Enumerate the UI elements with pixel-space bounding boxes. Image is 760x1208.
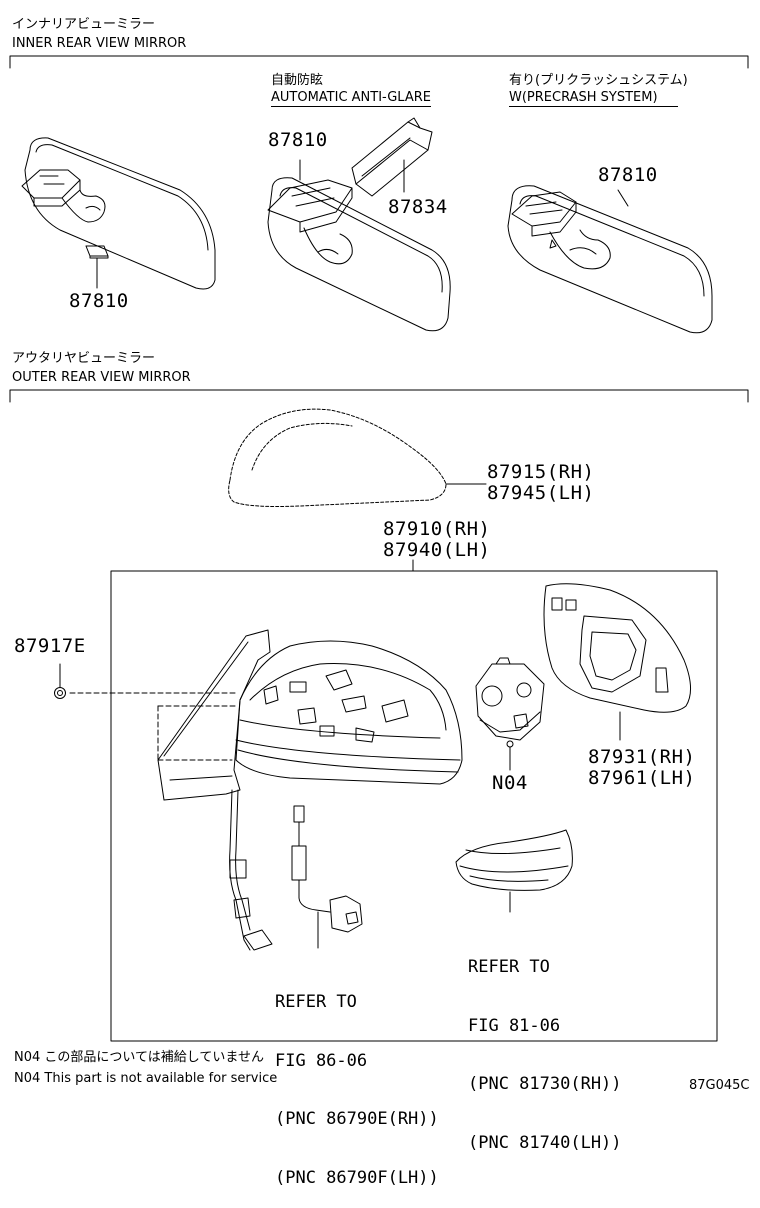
- outer-mirror-body: [69, 629, 463, 951]
- mirror-glass: [543, 583, 691, 741]
- variant-antiglare-jp: 自動防眩: [271, 73, 324, 88]
- outer-section-title-en: OUTER REAR VIEW MIRROR: [12, 370, 191, 385]
- mirror-cover-cap: [228, 408, 487, 507]
- inner-section-title-en: INNER REAR VIEW MIRROR: [12, 36, 187, 51]
- diagram-drawing: [9, 55, 749, 1042]
- ref86-line-3: (PNC 86790E(RH)): [275, 1109, 439, 1129]
- part-number-87940[interactable]: 87940(LH): [383, 539, 491, 561]
- part-number-87834[interactable]: 87834: [388, 196, 448, 218]
- assembly-box: [110, 570, 718, 1042]
- side-turn-lamp: [455, 829, 573, 913]
- ref86-line-1: REFER TO: [275, 992, 357, 1012]
- ref86-line-2: FIG 86-06: [275, 1050, 368, 1071]
- part-number-87810-standard[interactable]: 87810: [69, 290, 129, 312]
- part-number-87961[interactable]: 87961(LH): [588, 767, 696, 789]
- ref81-line-4: (PNC 81740(LH)): [468, 1132, 622, 1153]
- variant-precrash-jp: 有り(プリクラッシュシステム): [509, 73, 688, 88]
- inner-mirror-precrash: [507, 185, 713, 334]
- part-number-87915[interactable]: 87915(RH): [487, 461, 595, 483]
- reference-fig-81-06[interactable]: REFER TO FIG 81-06 (PNC 81730(RH)) (PNC …: [468, 919, 622, 1173]
- part-number-87910[interactable]: 87910(RH): [383, 518, 491, 540]
- parts-diagram: インナリアビューミラー INNER REAR VIEW MIRROR アウタリヤ…: [9, 17, 750, 1187]
- part-number-87810-precrash[interactable]: 87810: [598, 164, 658, 186]
- variant-antiglare-en: AUTOMATIC ANTI-GLARE: [271, 90, 431, 107]
- ref81-line-1: REFER TO: [468, 957, 550, 977]
- ref81-line-3: (PNC 81730(RH)): [468, 1074, 622, 1094]
- part-number-87810-antiglare[interactable]: 87810: [268, 129, 328, 151]
- outer-section-title-jp: アウタリヤビューミラー: [12, 351, 156, 366]
- part-number-n04[interactable]: N04: [492, 772, 528, 794]
- ref86-line-4: (PNC 86790F(LH)): [275, 1167, 439, 1188]
- inner-section-bracket: [9, 55, 749, 69]
- note-n04-en: N04 This part is not available for servi…: [14, 1071, 278, 1086]
- note-n04-jp: N04 この部品については補給していません: [14, 1050, 264, 1065]
- inner-section-title-jp: インナリアビューミラー: [12, 17, 156, 32]
- reference-fig-86-06[interactable]: REFER TO FIG 86-06 (PNC 86790E(RH)) (PNC…: [275, 954, 439, 1208]
- inner-mirror-standard: [21, 137, 216, 290]
- variant-precrash-en: W(PRECRASH SYSTEM): [509, 91, 678, 107]
- inner-mirror-auto-antiglare: [267, 117, 451, 332]
- ref81-line-2: FIG 81-06: [468, 1015, 561, 1036]
- part-number-87945[interactable]: 87945(LH): [487, 482, 595, 504]
- outer-section-bracket: [9, 389, 749, 403]
- clip-87917e: [54, 663, 66, 699]
- mirror-motor-n04: [475, 657, 545, 771]
- part-number-87931[interactable]: 87931(RH): [588, 746, 696, 768]
- turn-signal-cable: [291, 805, 363, 949]
- figure-code: 87G045C: [689, 1078, 750, 1093]
- part-number-87917e[interactable]: 87917E: [14, 635, 86, 657]
